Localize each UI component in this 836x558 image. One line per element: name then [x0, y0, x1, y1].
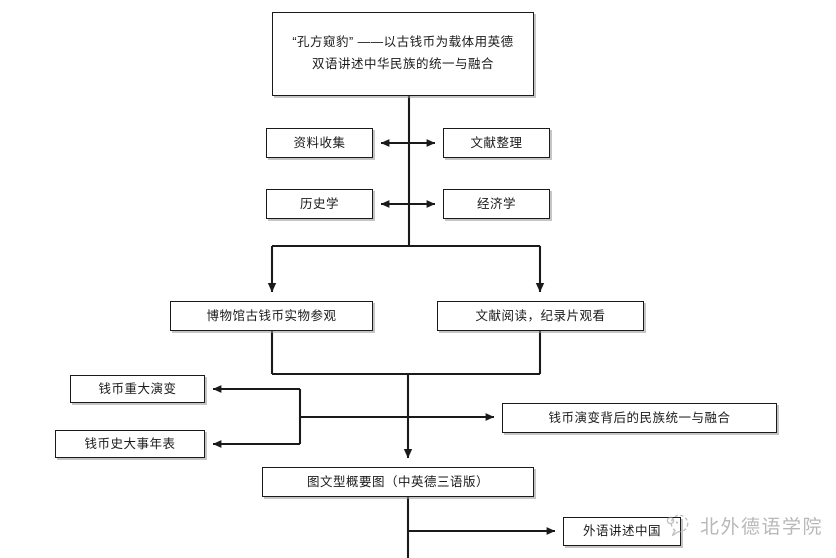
- node-foreign-language-china-label: 外语讲述中国: [582, 524, 661, 539]
- node-data-collection[interactable]: 资料收集: [266, 128, 373, 158]
- node-literature-reading[interactable]: 文献阅读，纪录片观看: [437, 301, 644, 331]
- node-project-title-text: “孔方窥豹” ——以古钱币为载体用英德 双语讲述中华民族的统一与融合: [280, 32, 525, 76]
- node-museum-visit[interactable]: 博物馆古钱币实物参观: [170, 301, 373, 331]
- node-summary-graphic[interactable]: 图文型概要图（中英德三语版）: [262, 467, 534, 497]
- node-museum-visit-label: 博物馆古钱币实物参观: [206, 308, 337, 323]
- node-data-collection-label: 资料收集: [293, 135, 346, 150]
- node-literature-reading-label: 文献阅读，纪录片观看: [475, 308, 606, 323]
- speech-bubble-logo-icon: [666, 514, 689, 537]
- node-summary-graphic-label: 图文型概要图（中英德三语版）: [306, 474, 489, 489]
- node-national-unity-label: 钱币演变背后的民族统一与融合: [548, 410, 731, 425]
- node-coin-chronology[interactable]: 钱币史大事年表: [55, 430, 205, 458]
- watermark-text: 北外德语学院: [700, 516, 824, 538]
- node-project-title[interactable]: “孔方窥豹” ——以古钱币为载体用英德 双语讲述中华民族的统一与融合: [272, 12, 534, 96]
- node-history-discipline-label: 历史学: [299, 196, 339, 211]
- node-economics-discipline[interactable]: 经济学: [443, 189, 550, 219]
- node-economics-discipline-label: 经济学: [476, 196, 516, 211]
- node-literature-sorting[interactable]: 文献整理: [443, 128, 550, 158]
- node-history-discipline[interactable]: 历史学: [266, 189, 373, 219]
- node-national-unity[interactable]: 钱币演变背后的民族统一与融合: [502, 403, 777, 433]
- node-coin-chronology-label: 钱币史大事年表: [84, 436, 176, 451]
- title-line-1: “孔方窥豹” ——以古钱币为载体用英德: [292, 35, 514, 50]
- node-coin-evolution[interactable]: 钱币重大演变: [70, 375, 205, 403]
- node-coin-evolution-label: 钱币重大演变: [98, 381, 177, 396]
- node-foreign-language-china[interactable]: 外语讲述中国: [563, 517, 681, 546]
- title-line-2: 双语讲述中华民族的统一与融合: [311, 57, 494, 71]
- node-literature-sorting-label: 文献整理: [470, 135, 523, 150]
- watermark: 北外德语学院: [663, 510, 823, 540]
